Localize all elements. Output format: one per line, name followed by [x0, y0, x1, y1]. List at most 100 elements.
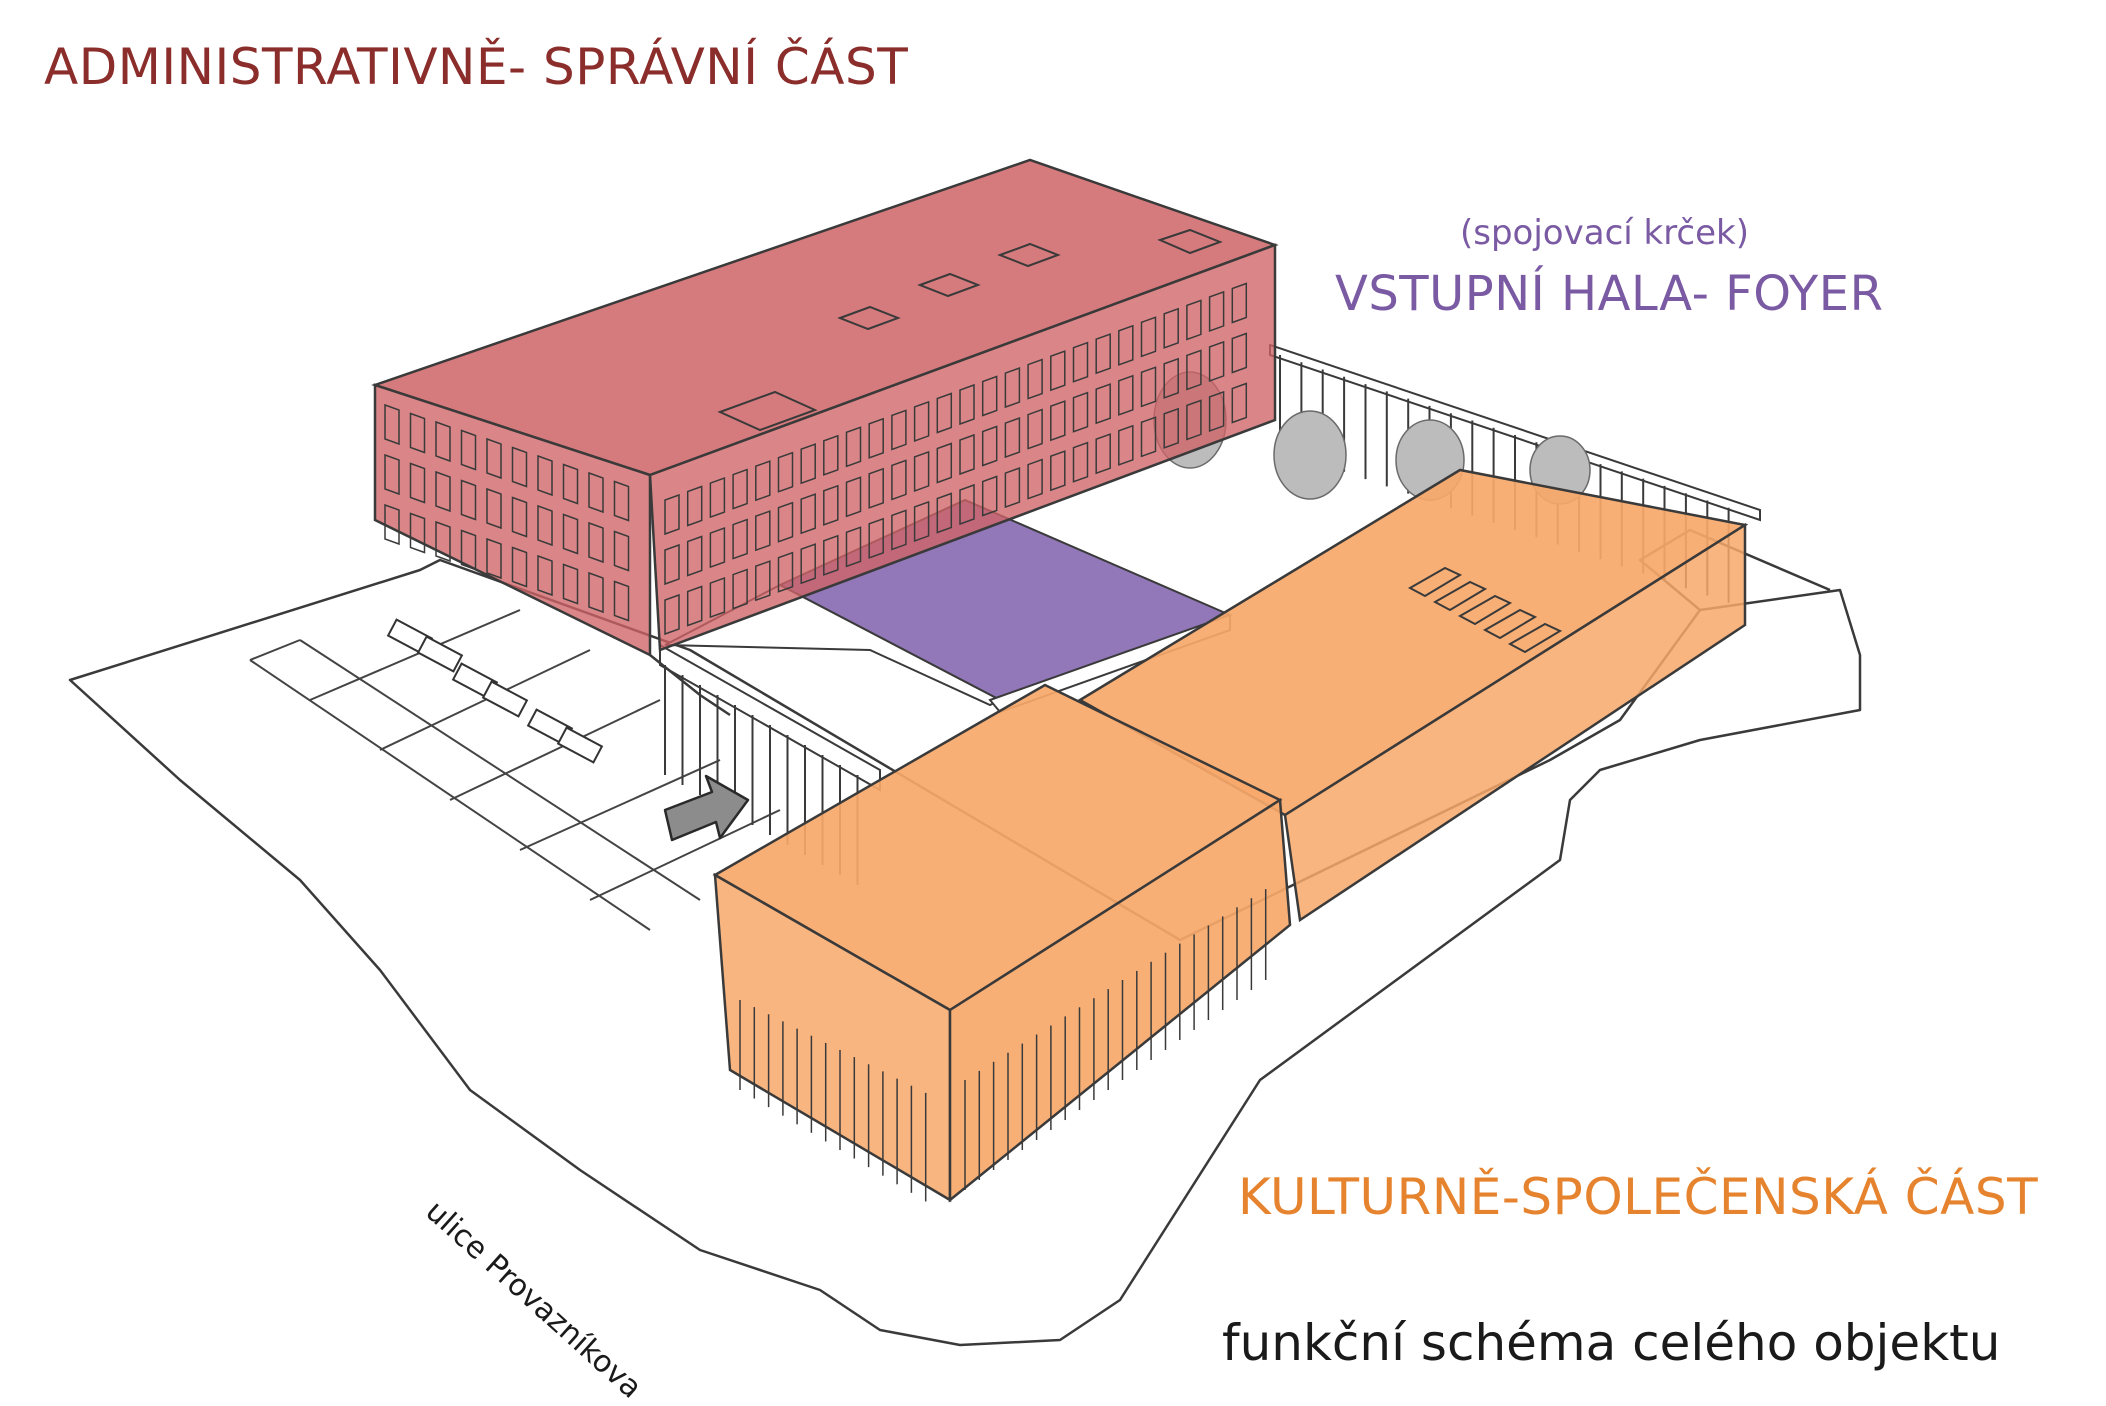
admin-window: [1072, 391, 1089, 433]
admin-window: [936, 492, 953, 534]
admin-window: [823, 434, 839, 476]
admin-window: [800, 493, 816, 535]
admin-window: [777, 501, 794, 543]
admin-window: [1163, 357, 1179, 399]
admin-window: [1140, 316, 1157, 358]
admin-window: [981, 375, 998, 417]
admin-part-label: ADMINISTRATIVNĚ- SPRÁVNÍ ČÁST: [44, 38, 909, 96]
admin-window: [868, 417, 884, 459]
admin-window: [562, 563, 579, 605]
admin-window: [868, 467, 884, 509]
admin-window: [755, 510, 771, 552]
admin-windows: [384, 282, 1248, 636]
admin-window: [511, 496, 528, 538]
admin-window: [845, 526, 862, 568]
admin-window: [1072, 341, 1089, 383]
admin-window: [709, 477, 726, 519]
culture-part-label: KULTURNĚ-SPOLEČENSKÁ ČÁST: [1238, 1168, 2039, 1226]
admin-window: [1208, 290, 1225, 332]
admin-window: [800, 543, 816, 585]
admin-window: [1027, 458, 1043, 500]
admin-window: [460, 429, 477, 471]
admin-window: [891, 509, 907, 551]
admin-window: [913, 500, 930, 542]
admin-window: [1027, 408, 1043, 450]
admin-window: [460, 529, 477, 571]
foyer-sublabel: (spojovací krček): [1460, 213, 1749, 253]
admin-window: [936, 392, 953, 434]
admin-window: [686, 535, 703, 577]
admin-window: [1118, 324, 1134, 366]
admin-window: [845, 476, 862, 518]
admin-window: [537, 554, 553, 597]
admin-window: [1095, 383, 1111, 425]
admin-window: [1072, 441, 1089, 483]
admin-window: [409, 512, 426, 554]
admin-window: [1208, 390, 1225, 432]
admin-window: [486, 437, 502, 480]
admin-window: [664, 493, 680, 536]
admin-window: [936, 442, 953, 484]
admin-window: [1140, 366, 1157, 408]
admin-window: [1004, 367, 1021, 409]
admin-window: [384, 503, 400, 546]
admin-window: [709, 527, 726, 569]
admin-window: [981, 425, 998, 467]
admin-window: [1027, 358, 1043, 400]
culture-colonnade: [739, 889, 1267, 1202]
admin-window: [613, 480, 630, 522]
admin-window: [460, 479, 477, 521]
parked-cars: [386, 618, 604, 764]
admin-window: [664, 593, 680, 636]
admin-window: [845, 426, 862, 468]
admin-window: [755, 460, 771, 502]
admin-window: [562, 513, 579, 555]
admin-window: [1118, 424, 1134, 466]
admin-window: [588, 571, 604, 614]
admin-window: [732, 518, 748, 560]
admin-window: [409, 412, 426, 454]
admin-window: [981, 475, 998, 517]
admin-window: [511, 446, 528, 488]
admin-window: [1095, 433, 1111, 475]
admin-window: [823, 534, 839, 576]
admin-window: [732, 468, 748, 510]
admin-window: [959, 433, 975, 476]
admin-window: [891, 459, 907, 501]
admin-window: [537, 504, 553, 547]
admin-window: [435, 470, 451, 513]
admin-window: [384, 453, 400, 496]
diagram-caption: funkční schéma celého objektu: [1222, 1314, 2001, 1372]
admin-window: [486, 537, 502, 580]
admin-window: [1231, 332, 1248, 374]
admin-window: [1231, 282, 1248, 324]
admin-window: [435, 520, 451, 563]
admin-window: [823, 484, 839, 526]
admin-window: [435, 420, 451, 463]
admin-window: [732, 568, 748, 610]
admin-window: [709, 577, 726, 619]
admin-window: [537, 454, 553, 497]
admin-roof-skylights: [717, 228, 1223, 432]
admin-window: [1004, 467, 1021, 509]
admin-window: [664, 543, 680, 586]
admin-window: [959, 383, 975, 426]
arrow-right-icon: [663, 774, 750, 842]
admin-window: [588, 521, 604, 564]
admin-window: [562, 463, 579, 505]
admin-window: [868, 517, 884, 559]
admin-window: [891, 409, 907, 451]
admin-window: [1050, 450, 1066, 492]
admin-window: [686, 585, 703, 627]
admin-window: [777, 551, 794, 593]
admin-window: [1163, 407, 1179, 449]
admin-window: [1095, 333, 1111, 375]
admin-window: [1208, 340, 1225, 382]
admin-window: [588, 471, 604, 514]
admin-window: [486, 487, 502, 530]
admin-window: [1186, 349, 1202, 391]
admin-window: [777, 451, 794, 493]
admin-window: [1004, 417, 1021, 459]
